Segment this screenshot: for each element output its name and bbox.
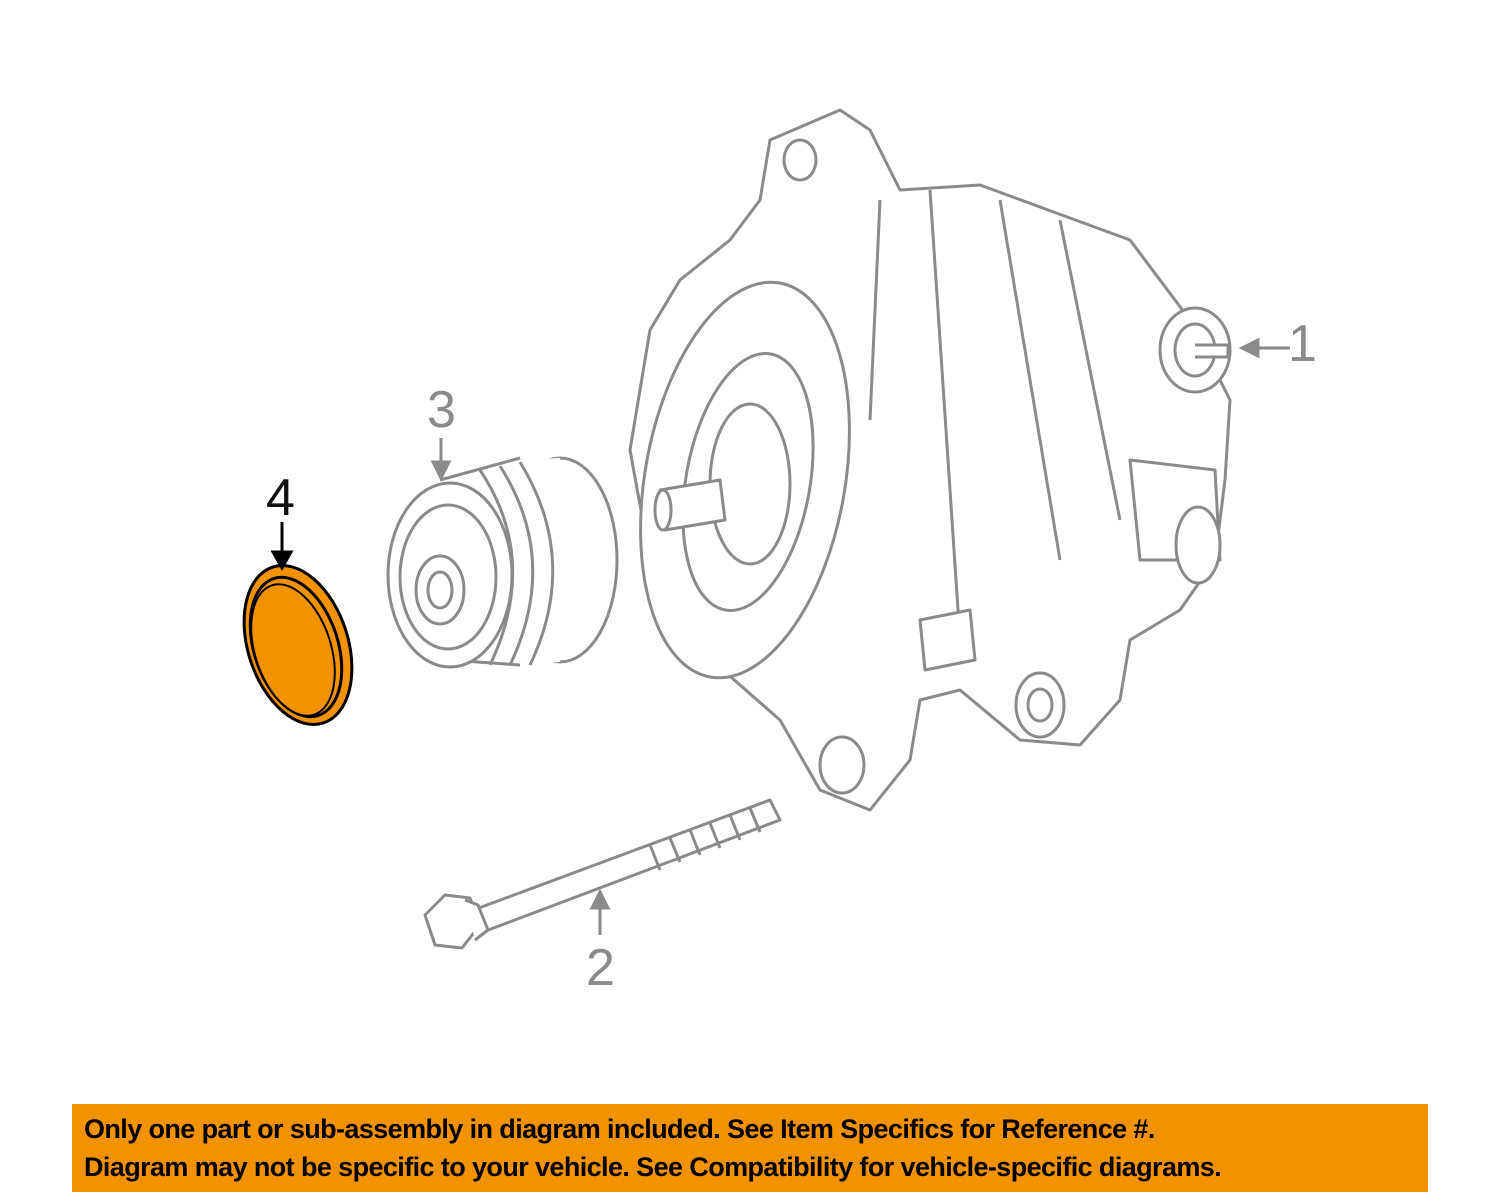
arrow-part-2: [589, 888, 611, 935]
callout-1: 1: [1288, 315, 1317, 373]
callout-3: 3: [427, 381, 456, 439]
alternator-part-1[interactable]: [612, 108, 1232, 812]
seal-part-4[interactable]: [225, 552, 371, 739]
alternator-diagram: [225, 108, 1290, 950]
callout-2: 2: [586, 939, 615, 997]
disclaimer-line-1: Only one part or sub-assembly in diagram…: [84, 1114, 1155, 1144]
disclaimer-banner: Only one part or sub-assembly in diagram…: [72, 1104, 1428, 1192]
pulley-part-3[interactable]: [386, 456, 619, 669]
callout-4: 4: [266, 469, 295, 527]
arrow-part-3: [430, 438, 452, 482]
arrow-part-4: [270, 522, 294, 572]
bolt-part-2[interactable]: [423, 798, 782, 950]
arrow-part-1: [1238, 337, 1290, 359]
disclaimer-line-2: Diagram may not be specific to your vehi…: [84, 1152, 1222, 1182]
